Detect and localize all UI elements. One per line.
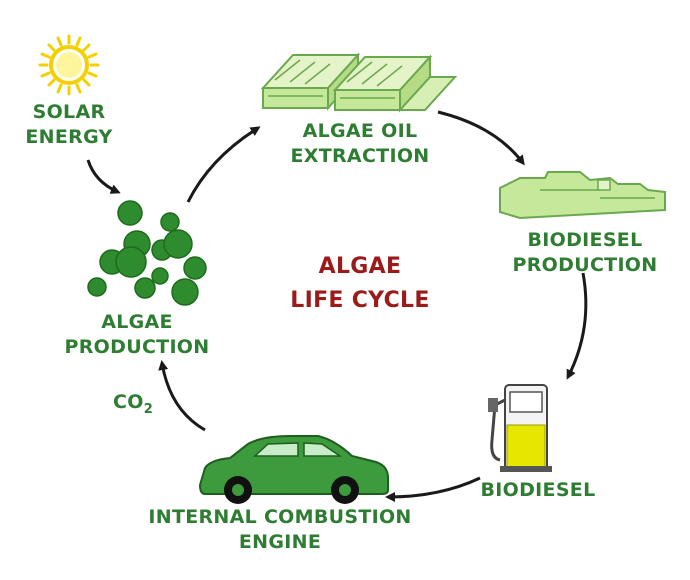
cycle-arrows bbox=[86, 110, 588, 502]
arrow-biodiesel-to-engine bbox=[385, 476, 481, 502]
label-algae-production-line1: ALGAE bbox=[101, 311, 173, 333]
label-internal-combustion-engine-line1: INTERNAL COMBUSTION bbox=[148, 506, 412, 528]
label-biodiesel-production-line1: BIODIESEL bbox=[527, 229, 643, 251]
sun-icon bbox=[38, 34, 100, 96]
diagram-title: ALGAE LIFE CYCLE bbox=[275, 250, 445, 318]
fuel-pump-icon bbox=[488, 384, 552, 472]
refinery-icon bbox=[499, 171, 666, 220]
label-solar-energy-line1: SOLAR bbox=[32, 101, 106, 123]
label-internal-combustion-engine-line2: ENGINE bbox=[238, 531, 322, 553]
label-biodiesel-line1: BIODIESEL bbox=[480, 479, 596, 501]
co2-subscript: 2 bbox=[143, 401, 154, 417]
algae-cells-icon bbox=[87, 200, 207, 306]
car-icon bbox=[198, 435, 389, 504]
label-algae-oil-extraction-line2: EXTRACTION bbox=[290, 145, 430, 167]
label-co2: CO2 bbox=[113, 390, 173, 422]
label-internal-combustion-engine: INTERNAL COMBUSTION ENGINE bbox=[140, 505, 420, 555]
label-solar-energy: SOLAR ENERGY bbox=[14, 100, 124, 150]
arrow-engine-to-algae bbox=[158, 360, 206, 432]
diagram-title-line1: ALGAE bbox=[318, 254, 402, 279]
arrow-production-to-biodiesel bbox=[566, 272, 588, 380]
arrow-extraction-to-production bbox=[437, 110, 525, 166]
label-algae-oil-extraction: ALGAE OIL EXTRACTION bbox=[270, 119, 450, 169]
arrow-solar-to-algae bbox=[86, 159, 121, 194]
arrow-algae-to-extraction bbox=[186, 126, 261, 203]
diagram-title-line2: LIFE CYCLE bbox=[290, 288, 430, 313]
label-solar-energy-line2: ENERGY bbox=[25, 126, 113, 148]
label-biodiesel-production-line2: PRODUCTION bbox=[512, 254, 658, 276]
label-biodiesel: BIODIESEL bbox=[468, 478, 608, 503]
label-algae-oil-extraction-line1: ALGAE OIL bbox=[302, 120, 418, 142]
label-algae-production: ALGAE PRODUCTION bbox=[62, 310, 212, 360]
label-biodiesel-production: BIODIESEL PRODUCTION bbox=[490, 228, 680, 278]
co2-text: CO bbox=[113, 391, 144, 413]
label-algae-production-line2: PRODUCTION bbox=[64, 336, 210, 358]
extraction-trays-icon bbox=[260, 52, 458, 113]
